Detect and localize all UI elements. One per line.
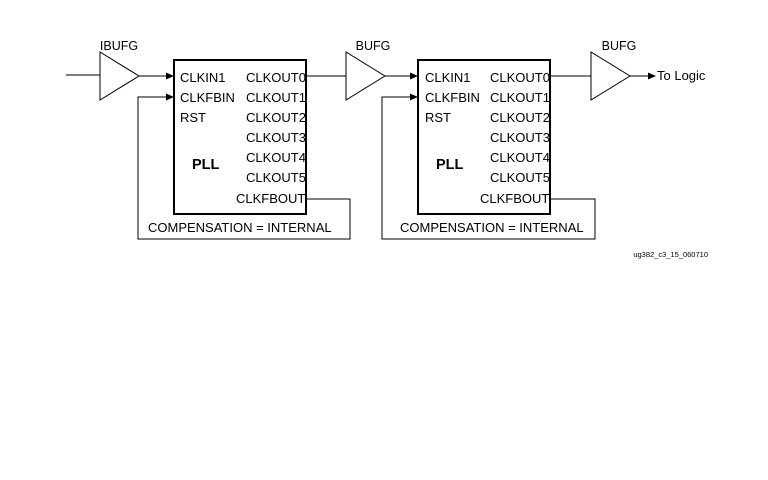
pll1-compensation-label: COMPENSATION = INTERNAL (148, 220, 332, 235)
pll-block-1 (173, 59, 307, 215)
pll2-output-clkout3: CLKOUT3 (490, 130, 550, 145)
bufg-middle-label: BUFG (356, 39, 391, 53)
figure-id: ug382_c3_15_060710 (633, 250, 708, 259)
pll2-output-clkout4: CLKOUT4 (490, 150, 550, 165)
pll2-input-clkfbin: CLKFBIN (425, 90, 480, 105)
bufg-output-buffer (590, 51, 631, 101)
pll1-output-clkout1: CLKOUT1 (246, 90, 306, 105)
pll2-title: PLL (436, 157, 464, 173)
pll2-input-clkin1: CLKIN1 (425, 70, 471, 85)
pll1-input-clkfbin: CLKFBIN (180, 90, 235, 105)
bufg-middle-buffer (345, 51, 386, 101)
pll2-feedback-loop (381, 96, 596, 240)
bufg-output-label: BUFG (602, 39, 637, 53)
pll2-output-clkfbout: CLKFBOUT (480, 191, 549, 206)
pll2-input-rst: RST (425, 110, 451, 125)
pll2-output-clkout5: CLKOUT5 (490, 170, 550, 185)
pll1-input-rst: RST (180, 110, 206, 125)
ibufg-label: IBUFG (100, 39, 138, 53)
pll1-output-clkfbout: CLKFBOUT (236, 191, 305, 206)
pll2-output-clkout2: CLKOUT2 (490, 110, 550, 125)
to-logic-arrow (648, 72, 656, 80)
pll1-output-clkout3: CLKOUT3 (246, 130, 306, 145)
pll1-feedback-loop (137, 96, 351, 240)
pll2-clkin1-arrow (410, 72, 418, 80)
pll1-output-clkout4: CLKOUT4 (246, 150, 306, 165)
to-logic-label: To Logic (657, 68, 706, 83)
pll1-output-clkout0: CLKOUT0 (246, 70, 306, 85)
pll1-output-clkout5: CLKOUT5 (246, 170, 306, 185)
ibufg-buffer (99, 51, 140, 101)
pll1-input-clkin1: CLKIN1 (180, 70, 226, 85)
pll2-output-clkout0: CLKOUT0 (490, 70, 550, 85)
pll1-output-clkout2: CLKOUT2 (246, 110, 306, 125)
pll1-clkfbin-arrow (166, 93, 174, 101)
pll1-title: PLL (192, 157, 220, 173)
pll-block-2 (417, 59, 551, 215)
pll2-clkfbin-arrow (410, 93, 418, 101)
pll1-clkin1-arrow (166, 72, 174, 80)
pll2-compensation-label: COMPENSATION = INTERNAL (400, 220, 584, 235)
pll2-output-clkout1: CLKOUT1 (490, 90, 550, 105)
